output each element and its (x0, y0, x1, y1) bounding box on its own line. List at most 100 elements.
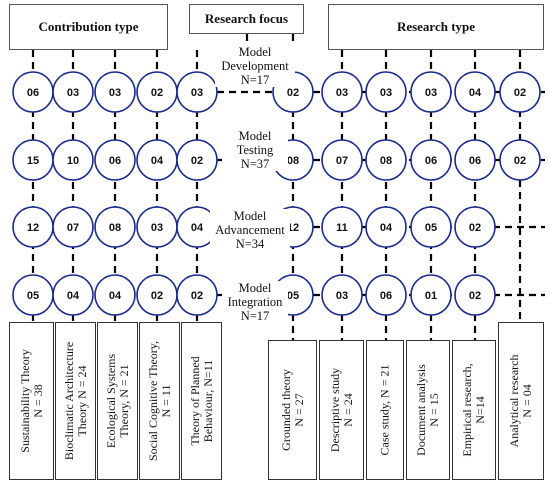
node-circle (52, 139, 94, 181)
contribution-node: 04 (136, 139, 178, 181)
research-type-box: Grounded theory N = 27 (268, 340, 317, 480)
research-node: 02 (499, 71, 541, 113)
box-label: Grounded theory N = 27 (278, 369, 306, 451)
node-count: 12 (27, 222, 39, 234)
node-circle (52, 206, 94, 248)
node-circle (94, 71, 136, 113)
research-node: 02 (454, 274, 496, 316)
node-count: 04 (191, 222, 204, 234)
node-count: 03 (191, 87, 203, 99)
contribution-node: 06 (94, 139, 136, 181)
contribution-node: 04 (176, 206, 218, 248)
contribution-node: 04 (52, 274, 94, 316)
box-label: Ecological Systems Theory, N = 21 (103, 353, 131, 449)
node-count: 06 (27, 87, 39, 99)
research-node: 03 (410, 71, 452, 113)
node-circle (499, 71, 541, 113)
node-count: 02 (469, 290, 481, 302)
node-count: 02 (514, 87, 526, 99)
research-node: 02 (454, 206, 496, 248)
contribution-node: 05 (12, 274, 54, 316)
node-count: 02 (151, 87, 163, 99)
contribution-type-box: Bioclimatic Architecture Theory N = 24 (55, 322, 96, 480)
node-circle (52, 274, 94, 316)
node-circle (454, 139, 496, 181)
node-count: 03 (109, 87, 121, 99)
contribution-node: 02 (176, 139, 218, 181)
node-count: 15 (27, 155, 39, 167)
node-circle (94, 274, 136, 316)
research-node: 03 (321, 71, 363, 113)
research-node: 04 (365, 206, 407, 248)
box-label: Empirical research, N=14 (460, 363, 487, 457)
contribution-node: 03 (94, 71, 136, 113)
node-count: 08 (380, 155, 392, 167)
node-count: 10 (67, 155, 79, 167)
node-count: 06 (469, 155, 481, 167)
node-circle (454, 71, 496, 113)
focus-model-testing: Model Testing N=37 (222, 129, 288, 171)
node-count: 07 (67, 222, 79, 234)
focus-model-integration: Model Integration N=17 (222, 281, 288, 323)
node-count: 06 (109, 155, 121, 167)
box-label: Theory of Planned Behaviour, N=11 (187, 356, 215, 446)
node-count: 03 (67, 87, 79, 99)
node-count: 04 (151, 155, 164, 167)
research-node: 06 (365, 274, 407, 316)
node-circle (365, 274, 407, 316)
node-count: 02 (469, 222, 481, 234)
node-circle (176, 71, 218, 113)
node-count: 03 (336, 87, 348, 99)
contribution-node: 03 (52, 71, 94, 113)
research-focus-header: Research focus (189, 4, 304, 34)
research-node: 11 (321, 206, 363, 248)
node-circle (410, 206, 452, 248)
node-circle (365, 139, 407, 181)
node-circle (52, 71, 94, 113)
node-count: 04 (67, 290, 80, 302)
contribution-type-header: Contribution type (9, 4, 168, 50)
contribution-node: 10 (52, 139, 94, 181)
research-type-header: Research type (328, 4, 544, 50)
research-node: 06 (454, 139, 496, 181)
contribution-node: 02 (176, 274, 218, 316)
node-circle (365, 206, 407, 248)
node-circle (410, 71, 452, 113)
node-count: 02 (151, 290, 163, 302)
node-count: 04 (380, 222, 393, 234)
node-count: 03 (151, 222, 163, 234)
node-count: 05 (27, 290, 39, 302)
research-node: 05 (410, 206, 452, 248)
box-label: Case study, N = 21 (377, 364, 392, 456)
node-circle (176, 139, 218, 181)
research-type-box: Empirical research, N=14 (452, 340, 496, 480)
contribution-node: 04 (94, 274, 136, 316)
contribution-node: 08 (94, 206, 136, 248)
node-count: 01 (425, 290, 437, 302)
node-count: 07 (336, 155, 348, 167)
node-circle (321, 274, 363, 316)
research-type-box: Analytical research N = 04 (498, 322, 544, 480)
box-label: Social Cognitive Theory, N = 11 (145, 341, 173, 461)
node-circle (94, 206, 136, 248)
research-type-box: Descriptive study N = 24 (319, 340, 364, 480)
node-count: 06 (425, 155, 437, 167)
focus-model-advancement: Model Advancement N=34 (210, 209, 290, 251)
research-type-box: Case study, N = 21 (366, 340, 404, 480)
research-node: 03 (365, 71, 407, 113)
node-count: 06 (380, 290, 392, 302)
contribution-type-box: Theory of Planned Behaviour, N=11 (181, 322, 222, 480)
research-node: 01 (410, 274, 452, 316)
focus-model-development: Model Development N=17 (215, 45, 295, 87)
contribution-type-box: Social Cognitive Theory, N = 11 (139, 322, 180, 480)
node-circle (454, 274, 496, 316)
box-label: Descriptive study N = 24 (327, 367, 355, 453)
contribution-node: 02 (136, 71, 178, 113)
contribution-node: 03 (176, 71, 218, 113)
node-count: 04 (109, 290, 122, 302)
research-node: 07 (321, 139, 363, 181)
node-count: 05 (287, 290, 299, 302)
node-circle (499, 139, 541, 181)
node-count: 05 (425, 222, 437, 234)
research-node: 04 (454, 71, 496, 113)
